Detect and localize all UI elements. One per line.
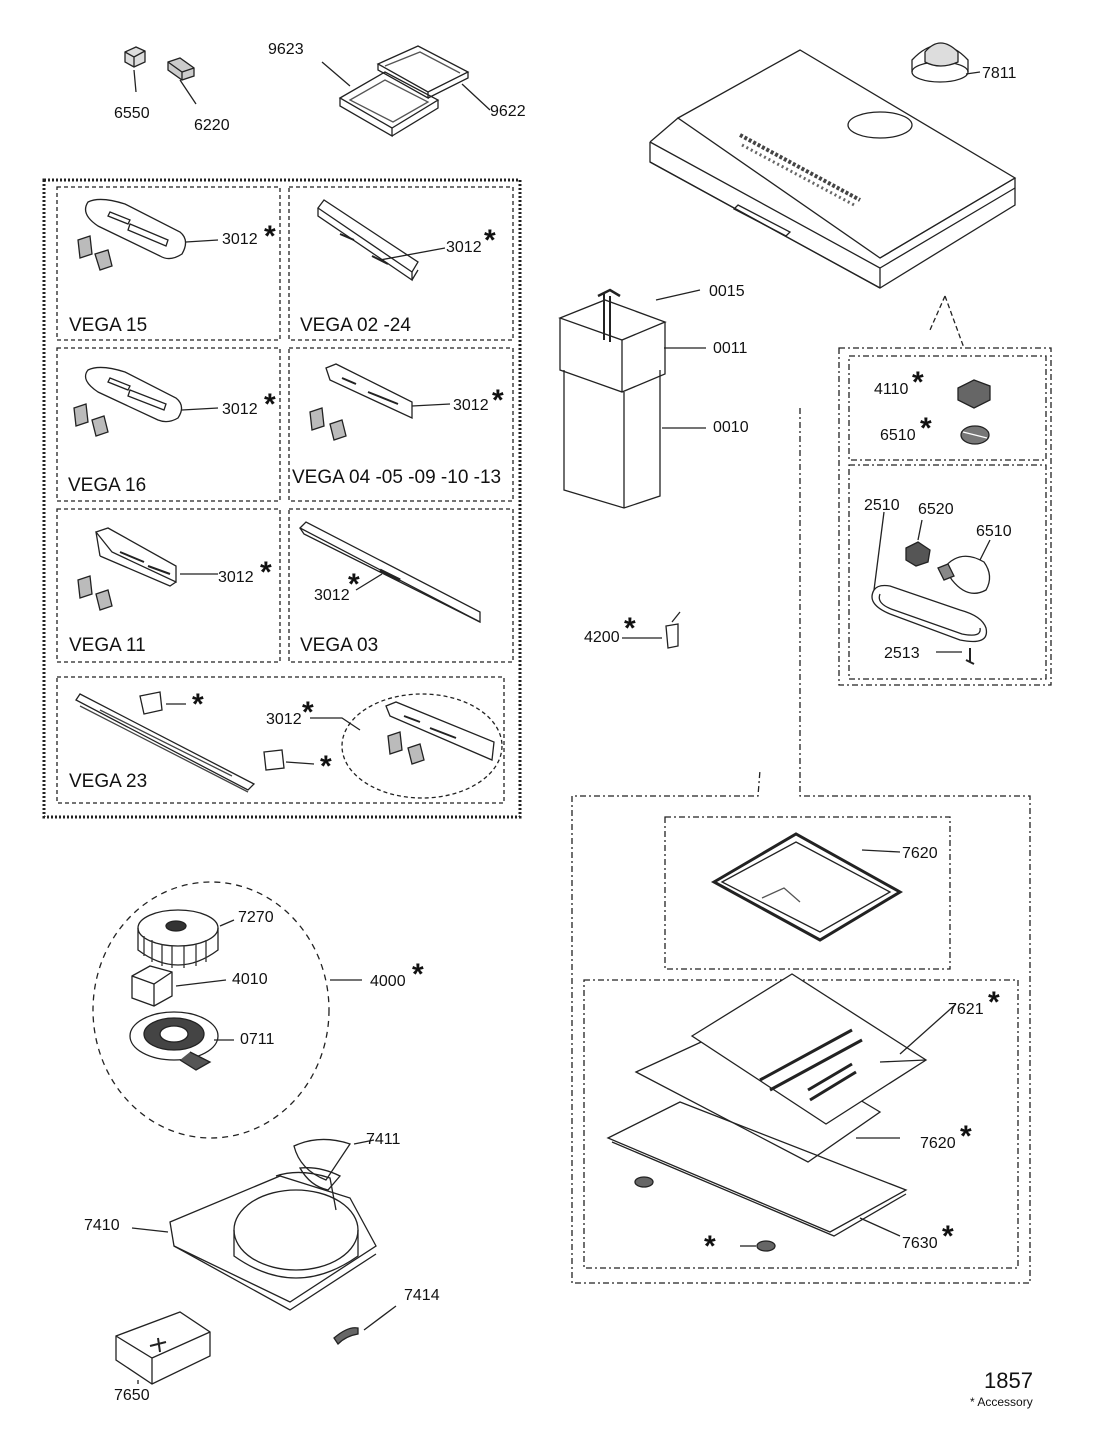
switch-4110-drawing <box>957 379 991 409</box>
duct-7650-drawing <box>115 1311 211 1385</box>
accessory-asterisk: * <box>302 696 314 729</box>
model-vega-11: VEGA 11 <box>69 635 146 656</box>
clip-7414-drawing <box>333 1305 397 1346</box>
label-7620-top: 7620 <box>902 845 938 862</box>
label-4010: 4010 <box>232 971 268 988</box>
label-3012-vega0224: 3012 <box>446 239 482 256</box>
blower-7811-drawing <box>911 42 969 83</box>
motor-0711-drawing <box>129 1011 234 1071</box>
label-9623: 9623 <box>268 41 304 58</box>
accessory-asterisk: * <box>920 412 932 445</box>
panel-vega-04-drawing <box>309 363 451 441</box>
label-4000: 4000 <box>370 973 406 990</box>
label-4110: 4110 <box>874 381 909 398</box>
housing-7410-drawing <box>131 1171 377 1311</box>
label-6550: 6550 <box>114 105 150 122</box>
label-2510: 2510 <box>864 497 900 514</box>
panel-vega-03-drawing <box>298 521 481 624</box>
panel-vega-11-drawing <box>77 527 218 611</box>
chimney-drawing <box>558 288 706 509</box>
label-9622: 9622 <box>490 103 526 120</box>
part-6550-drawing <box>124 46 146 68</box>
label-7621: 7621 <box>948 1001 984 1018</box>
label-7630: 7630 <box>902 1235 938 1252</box>
lamp-assembly-drawing <box>871 511 991 665</box>
label-0011: 0011 <box>713 340 748 357</box>
accessory-asterisk: * <box>492 384 504 417</box>
lamp-holder-6510-drawing <box>960 425 990 445</box>
accessory-asterisk: * <box>960 1120 972 1153</box>
accessory-asterisk: * <box>264 388 276 421</box>
label-3012-vega15: 3012 <box>222 231 258 248</box>
label-6510-bulb: 6510 <box>976 523 1012 540</box>
panel-vega-16-drawing <box>73 366 219 437</box>
filters-7621-7630-drawing <box>606 973 957 1252</box>
accessory-asterisk: * <box>320 750 332 783</box>
label-3012-vega03: 3012 <box>314 587 350 604</box>
label-7811: 7811 <box>982 65 1017 82</box>
part-4200-drawing <box>622 611 681 649</box>
label-7411: 7411 <box>366 1131 401 1148</box>
accessory-asterisk: * <box>988 986 1000 1019</box>
label-3012-vega23: 3012 <box>266 711 302 728</box>
part-9623-9622-drawing <box>338 45 470 138</box>
label-3012-vega16: 3012 <box>222 401 258 418</box>
accessory-asterisk: * <box>912 366 924 399</box>
panel-vega-15-drawing <box>77 198 219 271</box>
accessory-asterisk: * <box>264 220 276 253</box>
model-vega-15: VEGA 15 <box>69 315 148 336</box>
hood-body-drawing <box>649 49 1017 289</box>
part-6220-drawing <box>167 57 195 81</box>
model-vega-16: VEGA 16 <box>68 475 147 496</box>
label-0015: 0015 <box>709 283 745 300</box>
accessory-asterisk: * <box>348 568 360 601</box>
accessory-asterisk: * <box>704 1230 716 1263</box>
accessory-asterisk: * <box>412 958 424 991</box>
model-vega-04: VEGA 04 -05 -09 -10 -13 <box>292 467 502 488</box>
panel-vega-0224-drawing <box>317 199 446 282</box>
accessory-asterisk: * <box>192 688 204 721</box>
label-6520: 6520 <box>918 501 954 518</box>
label-4200: 4200 <box>584 629 620 646</box>
label-7270: 7270 <box>238 909 274 926</box>
label-7410: 7410 <box>84 1217 120 1234</box>
accessory-asterisk: * <box>260 556 272 589</box>
label-2513: 2513 <box>884 645 920 662</box>
model-vega-23: VEGA 23 <box>69 771 148 792</box>
model-vega-03: VEGA 03 <box>300 635 379 656</box>
accessory-asterisk: * <box>624 612 636 645</box>
accessory-footnote: * Accessory <box>970 1395 1033 1409</box>
panel-vega-23-drawing <box>75 691 503 799</box>
flap-7411-drawing <box>293 1138 375 1191</box>
accessory-asterisk: * <box>942 1220 954 1253</box>
impeller-7270-drawing <box>137 909 235 968</box>
label-0010: 0010 <box>713 419 749 436</box>
label-7620-lower: 7620 <box>920 1135 956 1152</box>
label-3012-vega04: 3012 <box>453 397 489 414</box>
label-6220: 6220 <box>194 117 230 134</box>
label-0711: 0711 <box>240 1031 275 1048</box>
figure-number: 1857 <box>984 1368 1033 1393</box>
label-7414: 7414 <box>404 1287 440 1304</box>
label-6510-holder: 6510 <box>880 427 916 444</box>
label-7650: 7650 <box>114 1387 150 1404</box>
filter-7620-drawing <box>710 832 903 942</box>
capacitor-4010-drawing <box>131 965 227 1007</box>
label-3012-vega11: 3012 <box>218 569 254 586</box>
accessory-asterisk: * <box>484 224 496 257</box>
model-vega-0224: VEGA 02 -24 <box>300 315 411 336</box>
